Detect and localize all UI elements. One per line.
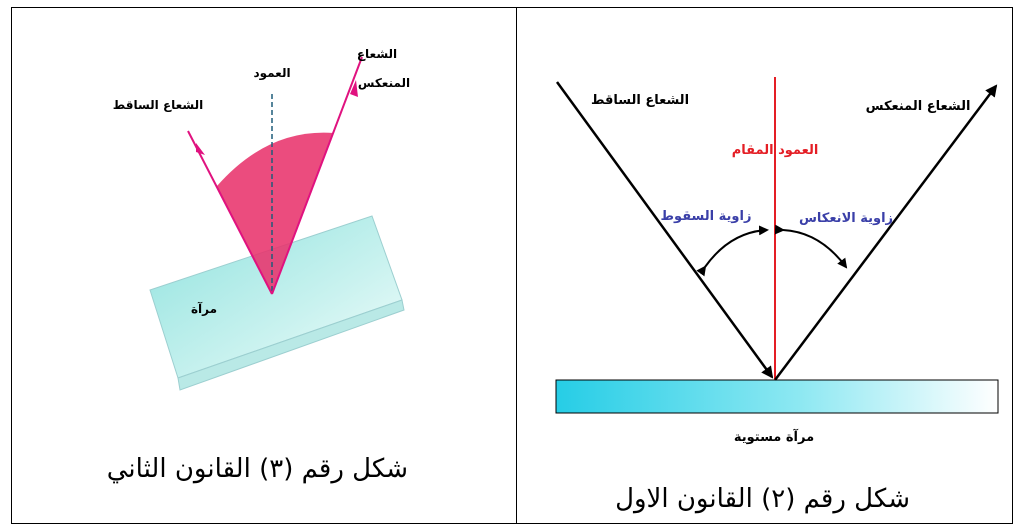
normal-label: العمود <box>253 66 290 81</box>
angle-incidence-label: زاوية السقوط <box>661 209 752 224</box>
first-law-caption: شكل رقم (٢) القانون الاول <box>615 484 910 514</box>
incident-ray-label: الشعاع الساقط <box>113 98 204 112</box>
angle-reflection-label: زاوية الانعكاس <box>799 211 893 226</box>
mirror-slab <box>149 215 405 391</box>
plane-mirror <box>555 379 999 414</box>
normal-label-right: العمود المقام <box>732 143 819 158</box>
mirror-label: مرآة <box>191 301 217 316</box>
incident-ray-label-right: الشعاع الساقط <box>591 93 689 108</box>
plane-mirror-label: مرآة مستوية <box>734 428 814 445</box>
first-law-diagram: الشعاع الساقط الشعاع المنعكس العمود المق… <box>555 77 999 445</box>
right-cell-border <box>516 7 1013 524</box>
angle-incidence-arc <box>696 225 769 277</box>
reflected-ray <box>271 56 363 295</box>
incident-ray <box>187 130 273 295</box>
reflected-ray-label-2: المنعكس <box>358 76 410 90</box>
angle-wedge <box>217 132 334 294</box>
angle-reflection-arc <box>774 224 848 269</box>
reflected-ray-arrow <box>350 80 358 97</box>
incident-ray-arrow <box>196 143 205 155</box>
reflected-ray-label-right: الشعاع المنعكس <box>866 99 971 114</box>
reflected-ray-label-1: الشعاع <box>357 47 397 61</box>
incident-ray-right <box>555 81 774 379</box>
reflected-ray-right <box>774 84 998 381</box>
second-law-caption: شكل رقم (٣) القانون الثاني <box>106 454 408 484</box>
